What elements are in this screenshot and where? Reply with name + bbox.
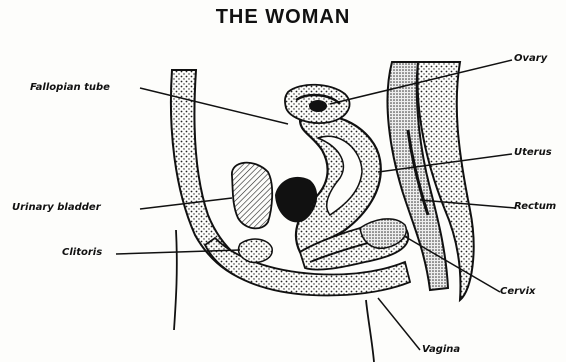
- clitoris-shape: [238, 239, 272, 262]
- leader-vagina: [378, 298, 420, 350]
- label-rectum: Rectum: [514, 201, 556, 212]
- urinary-bladder-shape: [232, 163, 272, 229]
- label-ovary: Ovary: [514, 53, 547, 64]
- vagina-opening-line: [366, 300, 374, 362]
- label-uterus: Uterus: [514, 147, 552, 158]
- thigh-line-left: [174, 230, 177, 330]
- label-cervix: Cervix: [500, 286, 535, 297]
- leader-fallopian-tube: [140, 88, 288, 124]
- label-fallopian-tube: Fallopian tube: [30, 82, 110, 93]
- leader-cervix: [404, 236, 500, 292]
- label-vagina: Vagina: [422, 344, 460, 355]
- label-clitoris: Clitoris: [62, 247, 102, 258]
- ovary-core: [309, 100, 327, 112]
- label-urinary-bladder: Urinary bladder: [12, 202, 101, 213]
